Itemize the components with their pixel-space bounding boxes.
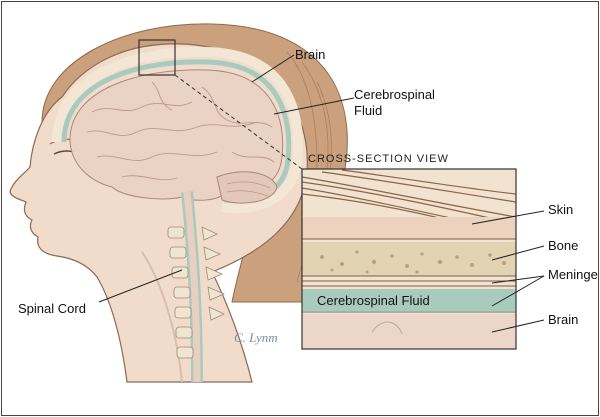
- label-brain: Brain: [295, 47, 325, 62]
- inset-bone-layer: [302, 242, 516, 276]
- label-skin: Skin: [548, 202, 573, 217]
- artist-signature: C. Lynm: [234, 330, 278, 345]
- label-csf-line1: Cerebrospinal: [354, 87, 435, 102]
- inset-csf-label: Cerebrospinal Fluid: [317, 293, 430, 308]
- inset-skin-layer: [302, 217, 516, 239]
- inset-brain-layer: [302, 314, 516, 349]
- label-bone: Bone: [548, 238, 578, 253]
- cross-section-title: CROSS-SECTION VIEW: [308, 153, 449, 165]
- cross-section-inset: [302, 169, 516, 349]
- label-spinal-cord: Spinal Cord: [18, 301, 86, 316]
- label-csf-line2: Fluid: [354, 103, 382, 118]
- label-meninges: Meninges: [548, 267, 598, 282]
- label-brain-inset: Brain: [548, 312, 578, 327]
